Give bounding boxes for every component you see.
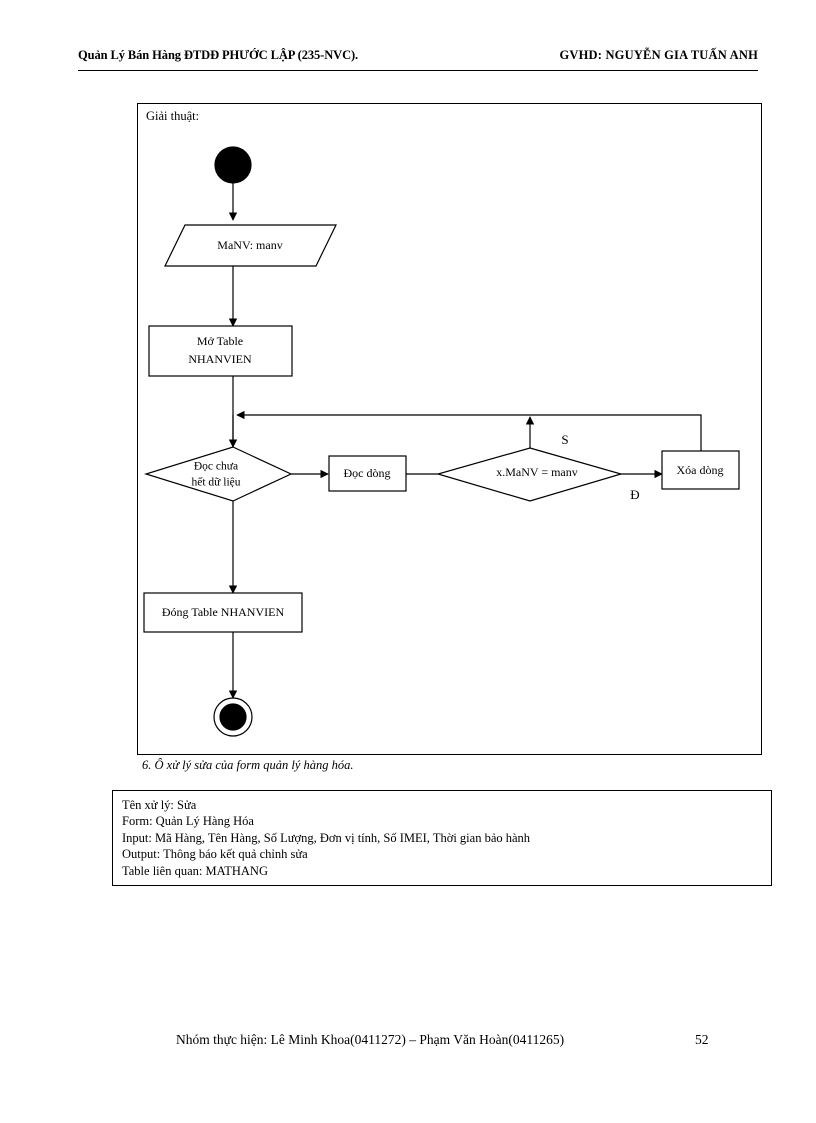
header-right-advisor: GVHD: NGUYỄN GIA TUẤN ANH xyxy=(559,48,758,62)
node-close-table-shape xyxy=(143,592,303,633)
info-line-process-name: Tên xử lý: Sửa xyxy=(122,798,197,812)
page-footer: Nhóm thực hiện: Lê Minh Khoa(0411272) – … xyxy=(0,1032,816,1054)
node-decision-read-line1: Đọc chưa xyxy=(194,461,238,473)
node-decision-match-shape xyxy=(435,447,624,502)
node-decision-read-line2: hết dữ liệu xyxy=(191,476,240,489)
node-open-table-line1: Mở Table xyxy=(197,334,243,348)
header-left-title: Quản Lý Bán Hàng ĐTDĐ PHƯỚC LẬP (235-NVC… xyxy=(78,48,359,62)
node-decision-match-label: x.MaNV = manv xyxy=(496,465,578,479)
edge-label-match-true: Đ xyxy=(630,487,639,502)
flowchart-frame: Giải thuật: xyxy=(137,103,762,755)
node-delete-row-shape xyxy=(661,450,740,490)
edge-label-match-false: S xyxy=(561,432,568,447)
node-read-row-label: Đọc dòng xyxy=(344,466,391,480)
node-input-label: MaNV: manv xyxy=(217,238,282,252)
flowchart-svg: MaNV: manv Mở Table NHANVIEN Đọc chưa hế… xyxy=(143,146,740,737)
node-close-table-label: Đóng Table NHANVIEN xyxy=(162,605,285,619)
info-line-form: Form: Quản Lý Hàng Hóa xyxy=(122,814,254,829)
edge-delete-row-loop-back xyxy=(236,410,702,451)
node-end-core xyxy=(219,703,247,731)
node-delete-row-label: Xóa dòng xyxy=(677,463,724,477)
node-input-shape xyxy=(164,224,337,267)
info-line-input: Input: Mã Hàng, Tên Hàng, Số Lượng, Đơn … xyxy=(122,830,531,845)
info-line-output: Output: Thông báo kết quả chỉnh sửa xyxy=(122,847,308,862)
running-header: Quản Lý Bán Hàng ĐTDĐ PHƯỚC LẬP (235-NVC… xyxy=(78,48,758,71)
flowchart-caption-label: Giải thuật: xyxy=(146,109,200,123)
figure-caption: 6. Ô xử lý sửa của form quản lý hàng hóa… xyxy=(142,758,354,772)
info-line-related-table: Table liên quan: MATHANG xyxy=(122,863,268,878)
footer-authors: Nhóm thực hiện: Lê Minh Khoa(0411272) – … xyxy=(176,1032,565,1047)
process-info-box: Tên xử lý: Sửa Form: Quản Lý Hàng Hóa In… xyxy=(112,790,772,887)
node-open-table-shape xyxy=(148,325,293,377)
node-read-row-shape xyxy=(328,455,407,492)
footer-page-number: 52 xyxy=(695,1032,709,1047)
node-open-table-line2: NHANVIEN xyxy=(188,352,252,366)
node-start xyxy=(214,146,252,184)
node-decision-read-shape xyxy=(143,446,293,502)
